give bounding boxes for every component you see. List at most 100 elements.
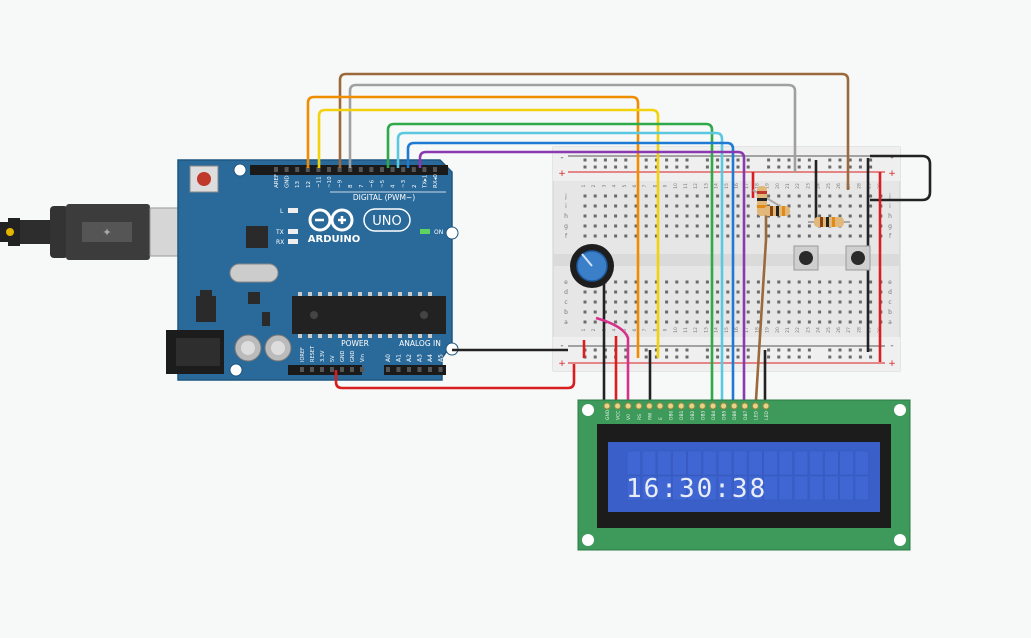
digital-pin-label: ~9 xyxy=(338,179,344,188)
column-number: 23 xyxy=(805,327,811,333)
column-number: 2 xyxy=(591,328,597,331)
analog-pin-label: A5 xyxy=(438,354,445,362)
column-number: 21 xyxy=(785,183,791,189)
column-number: 8 xyxy=(652,328,658,331)
wire-purple[interactable] xyxy=(418,150,746,400)
wire-orange[interactable] xyxy=(306,95,640,358)
resistor-icon[interactable] xyxy=(752,186,791,216)
rail-sign: - xyxy=(560,153,563,163)
header-pin[interactable] xyxy=(337,167,342,172)
led-on xyxy=(420,229,430,234)
analog-pin-label: A1 xyxy=(396,354,403,362)
header-pin[interactable] xyxy=(360,367,364,372)
lcd-pin-label: LED xyxy=(764,411,770,420)
row-letter: j xyxy=(888,193,891,200)
row-letter: b xyxy=(888,309,892,316)
row-letter: e xyxy=(888,279,892,286)
column-number: 13 xyxy=(703,327,709,333)
lcd-pin-label: GND xyxy=(605,409,611,420)
column-number: 7 xyxy=(642,328,648,331)
header-pin[interactable] xyxy=(330,367,334,372)
header-pin[interactable] xyxy=(310,367,314,372)
lcd-pin-label: RW xyxy=(647,412,653,420)
lcd-pin-label: DB6 xyxy=(732,410,738,420)
voltage-regulator xyxy=(196,296,216,322)
digital-label: DIGITAL (PWM~) xyxy=(353,193,415,202)
column-number: 18 xyxy=(754,327,760,333)
digital-pin-label: GND xyxy=(285,175,291,188)
digital-pin-label: 7 xyxy=(359,184,365,188)
column-number: 12 xyxy=(693,183,699,189)
power-pin-label: GND xyxy=(340,350,346,362)
column-number: 6 xyxy=(632,328,638,331)
header-pin[interactable] xyxy=(320,367,324,372)
pushbutton-icon[interactable] xyxy=(793,245,819,271)
column-number: 17 xyxy=(744,327,750,333)
header-pin[interactable] xyxy=(411,167,416,172)
wire-light-blue[interactable] xyxy=(396,131,724,400)
usb-cable[interactable]: ✦ xyxy=(0,204,191,260)
resistor-icon[interactable] xyxy=(808,217,850,227)
header-pin[interactable] xyxy=(327,167,331,172)
analog-pin-label: A0 xyxy=(385,354,392,362)
usb-chip xyxy=(246,226,268,248)
column-number: 11 xyxy=(683,327,689,333)
row-letter: h xyxy=(564,213,568,220)
wire-black-loop[interactable] xyxy=(870,154,932,202)
lcd-pin-label: DB0 xyxy=(669,410,675,420)
model-name: UNO xyxy=(372,214,401,229)
rail-sign: + xyxy=(888,169,896,179)
column-number: 19 xyxy=(765,183,771,189)
header-pin[interactable] xyxy=(369,167,374,172)
header-pin[interactable] xyxy=(295,167,300,172)
column-number: 9 xyxy=(663,328,669,331)
wire-red-5v[interactable] xyxy=(334,364,576,390)
wire-gray[interactable] xyxy=(348,83,797,172)
row-letter: g xyxy=(888,223,892,230)
potentiometer-icon[interactable] xyxy=(570,244,614,288)
digital-pin-label: 12 xyxy=(306,181,312,188)
header-pin[interactable] xyxy=(358,167,363,172)
rail-sign: + xyxy=(888,359,896,369)
column-number: 14 xyxy=(714,183,720,189)
lcd-pin-label: VCC xyxy=(616,411,622,420)
column-number: 1 xyxy=(581,184,587,187)
header-pin[interactable] xyxy=(417,367,422,372)
wire-blue[interactable] xyxy=(406,141,735,400)
header-pin[interactable] xyxy=(305,167,310,172)
header-pin[interactable] xyxy=(316,167,321,172)
wire-green[interactable] xyxy=(386,122,714,400)
pushbutton-icon[interactable] xyxy=(845,245,871,271)
header-pin[interactable] xyxy=(274,167,278,172)
lcd-pin-label: V0 xyxy=(626,414,632,420)
tx-label: TX xyxy=(275,229,284,236)
uno-badge xyxy=(363,208,411,232)
wire-pink-pot[interactable] xyxy=(595,316,630,400)
header-pin[interactable] xyxy=(300,367,304,372)
column-number: 26 xyxy=(836,183,842,189)
wire-brown-long[interactable] xyxy=(338,72,850,190)
header-pin[interactable] xyxy=(396,367,401,372)
header-pin[interactable] xyxy=(401,167,406,172)
header-pin[interactable] xyxy=(386,367,390,372)
header-pin[interactable] xyxy=(284,167,289,172)
wire-yellow[interactable] xyxy=(317,108,660,358)
header-pin[interactable] xyxy=(350,367,354,372)
header-pin[interactable] xyxy=(390,167,395,172)
lcd-pin-label: LED xyxy=(753,411,759,420)
header-pin[interactable] xyxy=(428,367,432,372)
header-pin[interactable] xyxy=(438,367,443,372)
header-pin[interactable] xyxy=(340,367,344,372)
column-number: 7 xyxy=(642,184,648,187)
power-pin-label: Vin xyxy=(360,354,366,362)
header-pin[interactable] xyxy=(433,167,437,172)
header-pin[interactable] xyxy=(348,167,353,172)
header-pin[interactable] xyxy=(407,367,411,372)
column-number: 19 xyxy=(765,327,771,333)
wire-brown-short[interactable] xyxy=(754,212,768,401)
header-pin[interactable] xyxy=(422,167,427,172)
header-pin[interactable] xyxy=(380,167,384,172)
